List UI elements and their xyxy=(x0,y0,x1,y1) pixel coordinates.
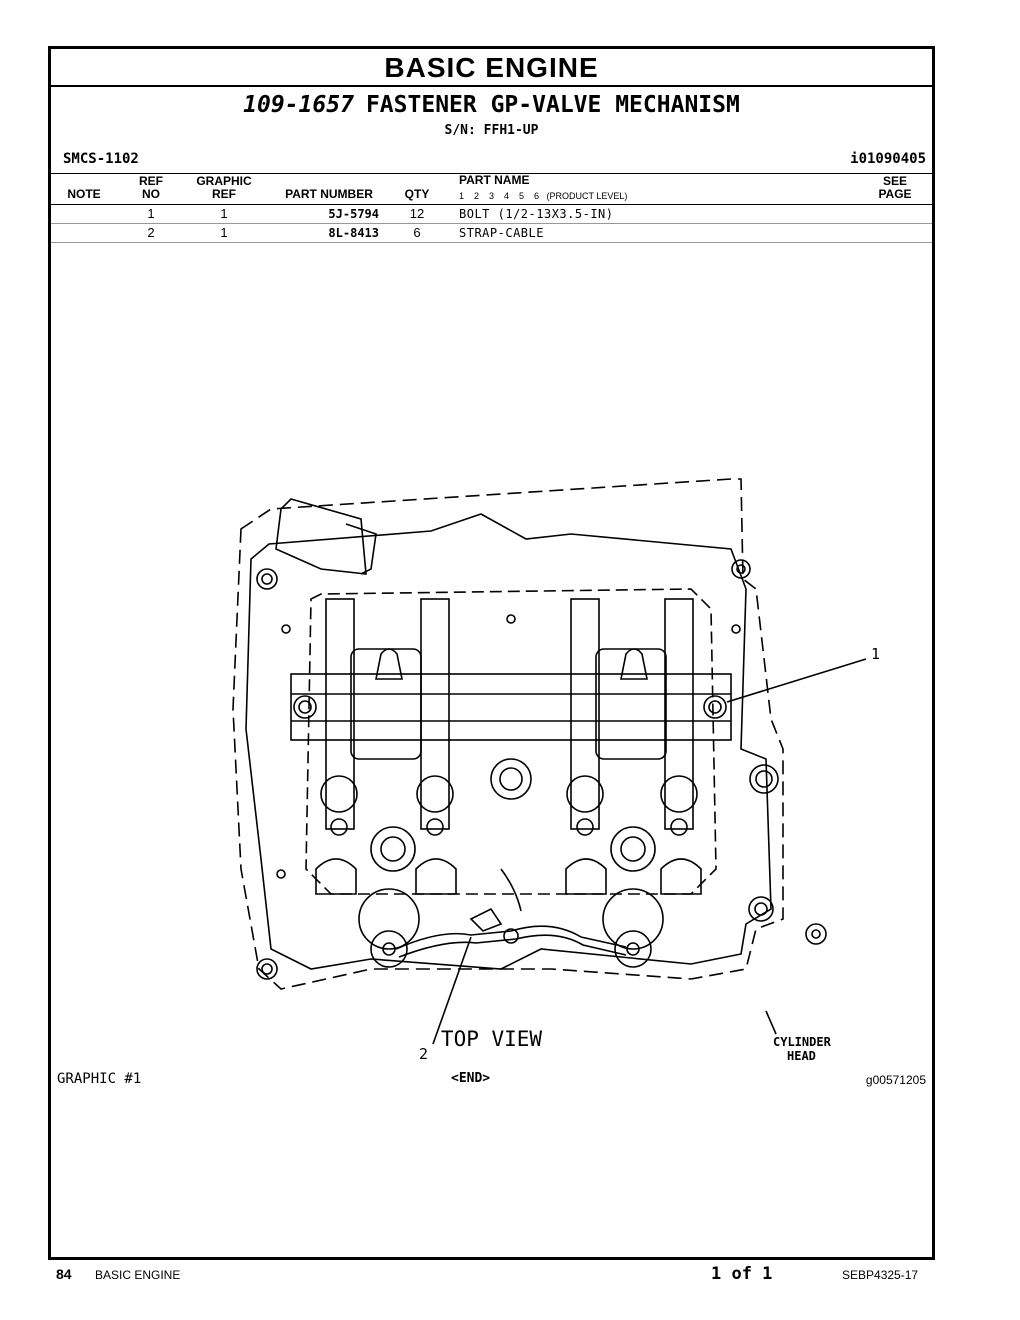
header-product-levels: 1 2 3 4 5 6 (PRODUCT LEVEL) xyxy=(459,191,628,201)
cell-graphic-ref: 1 xyxy=(220,206,228,221)
footer-page-of: 1 of 1 xyxy=(711,1264,773,1284)
cell-qty: 12 xyxy=(409,206,425,221)
cell-ref-no: 2 xyxy=(147,225,155,240)
table-row: 2 1 8L-8413 6 STRAP-CABLE xyxy=(51,224,932,243)
group-title: 109-1657 FASTENER GP-VALVE MECHANISM xyxy=(51,91,932,119)
footer-page-number: 84 xyxy=(56,1266,72,1282)
header-graphic-ref-line2: REF xyxy=(212,187,236,201)
callout-2: 2 xyxy=(419,1045,428,1063)
cylinder-head-label-line2: HEAD xyxy=(787,1049,816,1063)
header-see-page-line1: SEE xyxy=(882,174,907,188)
header-ref-no-line1: REF xyxy=(139,174,163,188)
illustration-id: i01090405 xyxy=(850,151,926,167)
end-mark: <END> xyxy=(451,1071,491,1086)
header-part-number: PART NUMBER xyxy=(285,187,373,201)
smcs-code: SMCS-1102 xyxy=(63,151,139,167)
header-see-page: SEE PAGE xyxy=(870,175,920,201)
cell-part-number: 5J-5794 xyxy=(328,207,379,221)
callout-1: 1 xyxy=(871,645,880,663)
group-name: FASTENER GP-VALVE MECHANISM xyxy=(365,92,740,118)
graphic-label: GRAPHIC #1 xyxy=(57,1071,142,1087)
group-number: 109-1657 xyxy=(243,92,354,118)
header-note: NOTE xyxy=(67,187,101,201)
serial-range: S/N: FFH1-UP xyxy=(444,123,539,138)
header-graphic-ref-line1: GRAPHIC xyxy=(196,174,252,188)
view-label: TOP VIEW xyxy=(440,1027,543,1051)
cylinder-head-drawing: 1 2 CYLINDER HEAD xyxy=(232,478,880,1063)
cell-part-name: BOLT (1/2-13X3.5-IN) xyxy=(459,207,614,221)
graphic-id: g00571205 xyxy=(865,1073,926,1087)
cell-ref-no: 1 xyxy=(147,206,155,221)
header-qty: QTY xyxy=(404,187,430,201)
footer-doc-number: SEBP4325-17 xyxy=(842,1268,919,1282)
header-ref-no-line2: NO xyxy=(142,187,160,201)
cylinder-head-label-line1: CYLINDER xyxy=(773,1035,832,1049)
header-graphic-ref: GRAPHIC REF xyxy=(189,175,259,201)
cell-part-name: STRAP-CABLE xyxy=(459,226,544,240)
cell-part-number: 8L-8413 xyxy=(328,226,379,240)
footer-section: BASIC ENGINE xyxy=(95,1268,181,1282)
cell-graphic-ref: 1 xyxy=(220,225,228,240)
header-see-page-line2: PAGE xyxy=(878,187,912,201)
page-frame: BASIC ENGINE 109-1657 FASTENER GP-VALVE M… xyxy=(48,46,935,1260)
header-ref-no: REF NO xyxy=(131,175,171,201)
table-row: 1 1 5J-5794 12 BOLT (1/2-13X3.5-IN) xyxy=(51,205,932,224)
section-title: BASIC ENGINE xyxy=(51,49,932,87)
header-part-name: PART NAME xyxy=(459,173,530,187)
parts-table-header: NOTE REF NO GRAPHIC REF PART NUMBER QTY … xyxy=(51,173,932,205)
cell-qty: 6 xyxy=(413,225,421,240)
